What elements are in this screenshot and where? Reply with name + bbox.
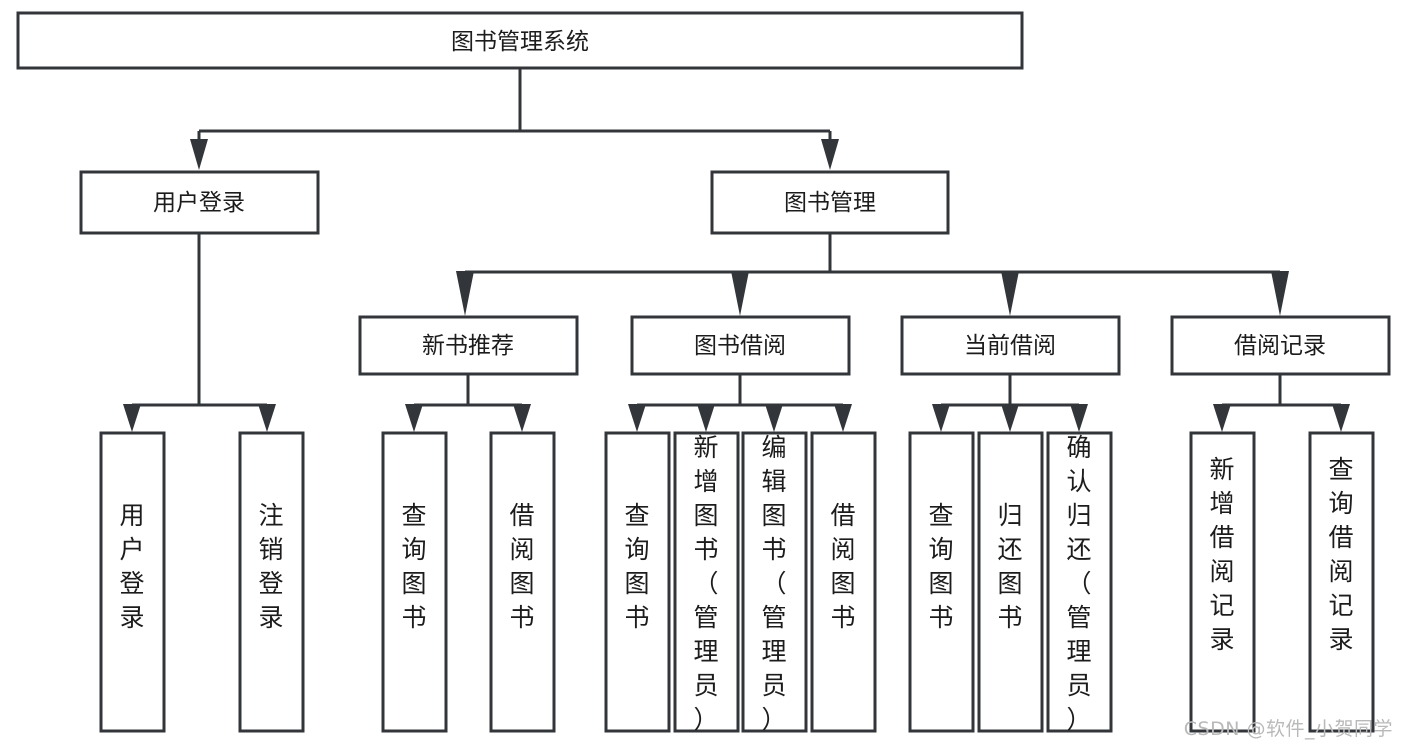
node-book-management[interactable]: 图书管理 xyxy=(710,170,950,235)
node-leaf-add-book-rect[interactable] xyxy=(673,431,740,733)
node-user-login-rect[interactable] xyxy=(79,170,320,235)
node-leaf-query-book-2-label: 查询图书 xyxy=(624,501,649,632)
arrow-head-leaf-user-logout xyxy=(258,404,276,432)
arrow-head-leaf-confirm-return xyxy=(1070,404,1088,432)
arrow-head-leaf-edit-book xyxy=(765,404,783,432)
arrow-head-leaf-borrow-book-2 xyxy=(834,404,852,432)
node-leaf-query-book-3-label: 查询图书 xyxy=(928,501,953,632)
node-book-borrow-rect[interactable] xyxy=(630,315,851,376)
node-current-borrow[interactable]: 当前借阅 xyxy=(900,315,1121,376)
arrow-head-user-login xyxy=(190,139,208,170)
arrow-head-book-borrow xyxy=(731,271,749,316)
node-leaf-user-login-rect[interactable] xyxy=(99,431,166,733)
node-leaf-user-logout-rect[interactable] xyxy=(238,431,305,733)
arrow-head-current-borrow xyxy=(1001,271,1019,316)
node-leaf-borrow-book-1-rect[interactable] xyxy=(489,431,556,733)
node-current-borrow-rect[interactable] xyxy=(900,315,1121,376)
arrow-head-new-book-recommend xyxy=(456,271,474,316)
node-leaf-confirm-return-rect[interactable] xyxy=(1046,431,1113,733)
node-book-borrow-label: 图书借阅 xyxy=(694,333,786,359)
connector-group-borrow-record xyxy=(1213,374,1350,432)
node-leaf-user-login-label: 用户登录 xyxy=(119,501,144,632)
node-root-label: 图书管理系统 xyxy=(451,29,589,55)
node-root-rect[interactable] xyxy=(16,11,1024,70)
node-leaf-borrow-book-1[interactable]: 借阅图书 xyxy=(489,431,556,733)
arrow-head-leaf-query-record xyxy=(1332,404,1350,432)
node-user-login[interactable]: 用户登录 xyxy=(79,170,320,235)
node-leaf-query-book-2[interactable]: 查询图书 xyxy=(604,431,671,733)
node-borrow-record-rect[interactable] xyxy=(1170,315,1391,376)
node-leaf-add-record-label: 新增借阅记录 xyxy=(1209,455,1234,654)
arrow-head-leaf-add-book xyxy=(697,404,715,432)
node-leaf-borrow-book-1-label: 借阅图书 xyxy=(509,501,534,632)
node-leaf-query-book-3[interactable]: 查询图书 xyxy=(908,431,975,733)
node-book-borrow[interactable]: 图书借阅 xyxy=(630,315,851,376)
node-current-borrow-label: 当前借阅 xyxy=(964,333,1056,359)
node-leaf-user-logout[interactable]: 注销登录 xyxy=(238,431,305,733)
node-new-book-recommend-rect[interactable] xyxy=(358,315,579,376)
node-leaf-return-book[interactable]: 归还图书 xyxy=(977,431,1044,733)
node-leaf-add-book[interactable]: 新增图书（管理员） xyxy=(673,431,740,734)
connector-group-current-borrow xyxy=(932,374,1088,432)
arrow-head-leaf-borrow-book-1 xyxy=(513,404,531,432)
node-leaf-query-record[interactable]: 查询借阅记录 xyxy=(1308,431,1375,733)
node-book-management-label: 图书管理 xyxy=(784,190,876,216)
node-leaf-query-record-rect[interactable] xyxy=(1308,431,1375,733)
node-leaf-borrow-book-2-label: 借阅图书 xyxy=(830,501,855,632)
node-book-management-rect[interactable] xyxy=(710,170,950,235)
arrow-head-leaf-add-record xyxy=(1213,404,1231,432)
csdn-watermark: CSDN @软件_小贺同学 xyxy=(1183,718,1393,740)
connector-group-book-borrow xyxy=(628,374,852,432)
node-leaf-query-book-3-rect[interactable] xyxy=(908,431,975,733)
arrow-head-leaf-query-book-2 xyxy=(628,404,646,432)
arrow-head-leaf-query-book-3 xyxy=(932,404,950,432)
connector-group-book-management xyxy=(456,233,1289,316)
node-leaf-return-book-label: 归还图书 xyxy=(997,501,1022,632)
arrow-head-borrow-record xyxy=(1271,271,1289,316)
node-new-book-recommend[interactable]: 新书推荐 xyxy=(358,315,579,376)
node-leaf-query-book-1[interactable]: 查询图书 xyxy=(381,431,448,733)
node-leaf-confirm-return[interactable]: 确认归还（管理员） xyxy=(1046,431,1113,734)
arrow-head-leaf-return-book xyxy=(1001,404,1019,432)
connector-group-user-login xyxy=(123,233,276,432)
connector-group-root xyxy=(190,68,839,170)
node-leaf-query-book-2-rect[interactable] xyxy=(604,431,671,733)
node-leaf-return-book-rect[interactable] xyxy=(977,431,1044,733)
node-leaf-confirm-return-label: 确认归还（管理员） xyxy=(1066,433,1091,734)
node-leaf-edit-book[interactable]: 编辑图书（管理员） xyxy=(741,431,808,734)
node-borrow-record-label: 借阅记录 xyxy=(1234,333,1326,359)
arrow-head-book-management xyxy=(821,139,839,170)
node-leaf-add-record-rect[interactable] xyxy=(1189,431,1256,733)
node-leaf-add-book-label: 新增图书（管理员） xyxy=(693,433,718,734)
node-borrow-record[interactable]: 借阅记录 xyxy=(1170,315,1391,376)
node-leaf-query-book-1-rect[interactable] xyxy=(381,431,448,733)
node-leaf-edit-book-label: 编辑图书（管理员） xyxy=(761,433,786,734)
node-leaf-user-logout-label: 注销登录 xyxy=(258,501,283,632)
node-leaf-borrow-book-2[interactable]: 借阅图书 xyxy=(810,431,877,733)
node-user-login-label: 用户登录 xyxy=(153,190,245,216)
node-root[interactable]: 图书管理系统 xyxy=(16,11,1024,70)
arrow-head-leaf-query-book-1 xyxy=(405,404,423,432)
node-leaf-edit-book-rect[interactable] xyxy=(741,431,808,733)
node-leaf-query-record-label: 查询借阅记录 xyxy=(1328,455,1353,654)
node-new-book-recommend-label: 新书推荐 xyxy=(422,333,514,359)
node-leaf-add-record[interactable]: 新增借阅记录 xyxy=(1189,431,1256,733)
node-leaf-borrow-book-2-rect[interactable] xyxy=(810,431,877,733)
node-leaf-user-login[interactable]: 用户登录 xyxy=(99,431,166,733)
connector-group-new-book-recommend xyxy=(405,374,531,432)
arrow-head-leaf-user-login xyxy=(123,404,141,432)
node-leaf-query-book-1-label: 查询图书 xyxy=(401,501,426,632)
